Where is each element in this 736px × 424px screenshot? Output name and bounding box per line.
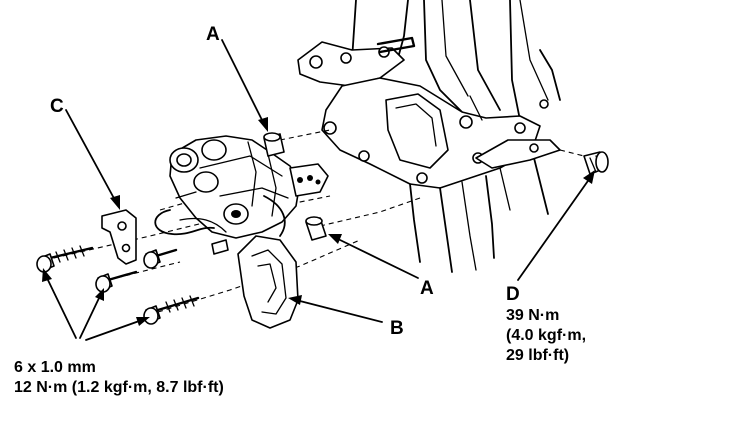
- dowel-pin-bottom: [305, 216, 327, 241]
- spec-d-lbf: 29 lbf·ft): [506, 347, 569, 364]
- spec-d-torque: 39 N·m: [506, 307, 559, 324]
- callout-c: C: [50, 96, 64, 117]
- transmission-housing: [297, 0, 561, 273]
- callout-arrows: [42, 39, 595, 341]
- bolt-center-left: [143, 248, 178, 269]
- callout-d: D: [506, 284, 520, 305]
- bolt-d: [583, 151, 609, 175]
- spec-d-kgf: (4.0 kgf·m,: [506, 327, 586, 344]
- callout-a-bottom: A: [420, 278, 434, 299]
- callout-b: B: [390, 318, 404, 339]
- spec-bolt-torque: 12 N·m (1.2 kgf·m, 8.7 lbf·ft): [14, 379, 224, 396]
- solenoid-assembly: [154, 135, 329, 255]
- spec-bolt-size: 6 x 1.0 mm: [14, 359, 96, 376]
- bracket-c: [101, 209, 137, 265]
- dowel-pin-top: [263, 132, 285, 157]
- cover-b: [237, 235, 299, 329]
- bolt-upper-left: [36, 245, 94, 273]
- callout-a-top: A: [206, 24, 220, 45]
- bolt-middle-left: [95, 270, 138, 293]
- bolt-lower-left: [143, 295, 200, 325]
